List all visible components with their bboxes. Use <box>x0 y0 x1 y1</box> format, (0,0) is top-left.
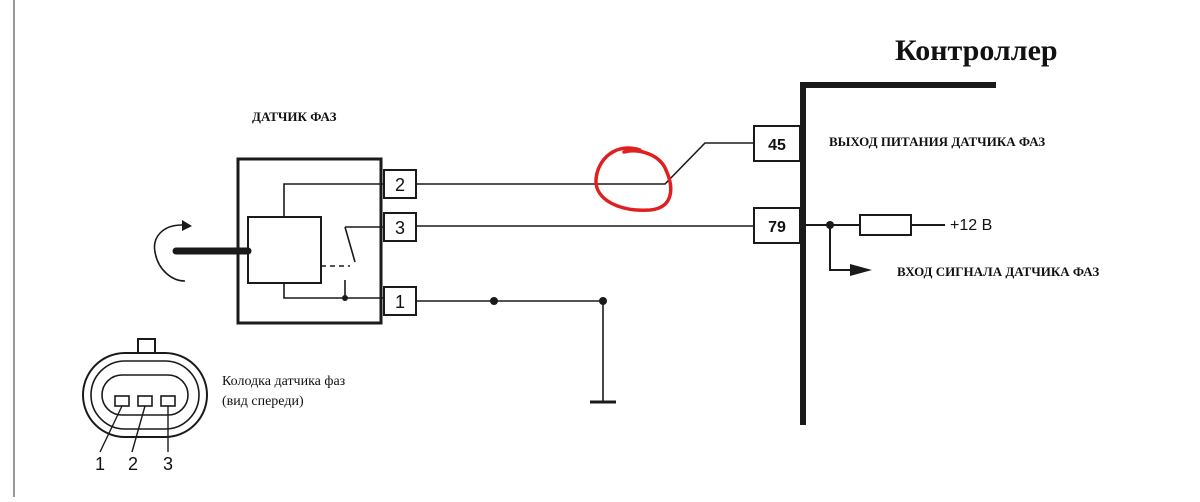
connector-caption-line2: (вид спереди) <box>222 394 304 409</box>
sensor-pin-3-box <box>383 212 417 242</box>
connector-outer <box>82 352 208 438</box>
red-circle-annotation <box>594 146 673 212</box>
rotation-icon <box>153 224 186 282</box>
connector-terminal-1 <box>114 395 130 407</box>
sensor-pin-2-number: 2 <box>395 175 405 195</box>
controller-pin-79-box <box>753 207 801 244</box>
sensor-internal-wire-2 <box>283 183 384 217</box>
pullup-resistor <box>859 214 912 236</box>
connector-pin-label-2: 2 <box>128 454 138 474</box>
controller-pin-45-label: ВЫХОД ПИТАНИЯ ДАТЧИКА ФАЗ <box>829 134 1045 149</box>
sensor-pin-1-box <box>383 286 417 316</box>
connector-inner <box>90 360 200 430</box>
supply-voltage-label: +12 В <box>950 217 992 234</box>
hall-element <box>247 216 322 284</box>
connector-leader-1 <box>99 405 123 453</box>
controller-pin-79-label: ВХОД СИГНАЛА ДАТЧИКА ФАЗ <box>897 264 1099 279</box>
sensor-pin-3-number: 3 <box>395 218 405 238</box>
connector-pin-label-3: 3 <box>163 454 173 474</box>
sensor-pin-1-number: 1 <box>395 292 405 312</box>
sensor-internal-junction <box>342 295 348 301</box>
sensor-switch <box>344 226 356 263</box>
controller-title: Контроллер <box>895 34 1058 67</box>
signal-input-wire <box>829 225 850 271</box>
connector-leader-2 <box>131 405 146 453</box>
connector-terminal-2 <box>137 395 153 407</box>
sensor-internal-wire-1 <box>283 283 384 299</box>
ground-junction-1 <box>490 297 498 305</box>
rotation-arrow-icon <box>182 220 192 231</box>
connector-core <box>101 374 189 416</box>
connector-latch <box>137 338 156 355</box>
connector-caption-line1: Колодка датчика фаз <box>222 374 346 389</box>
controller-pin-45-number: 45 <box>768 137 786 154</box>
controller-body <box>800 82 996 425</box>
sensor-title: ДАТЧИК ФАЗ <box>252 109 337 124</box>
connector-terminal-3 <box>160 395 176 407</box>
signal-input-arrow <box>850 264 872 276</box>
wire-pin2-to-45 <box>416 142 754 185</box>
controller-pin-79-number: 79 <box>768 219 786 236</box>
connector-pin-label-1: 1 <box>95 454 105 474</box>
